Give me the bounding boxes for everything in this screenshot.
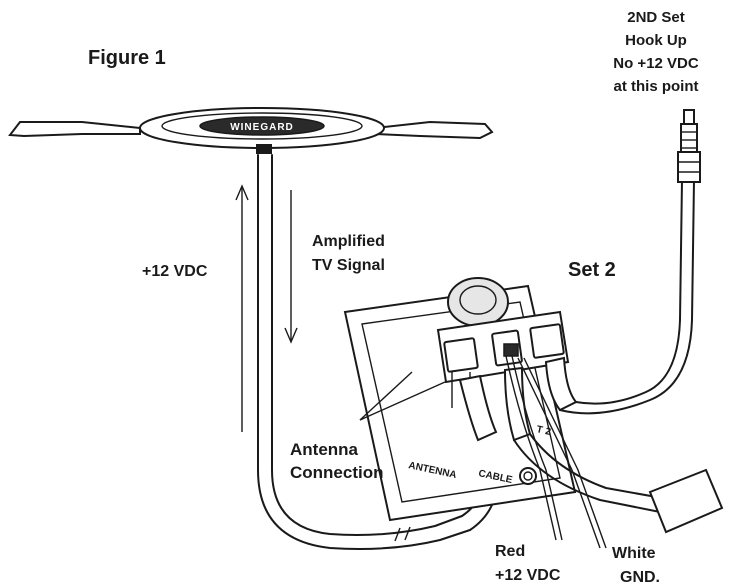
red-wire-line-1: Red: [495, 543, 525, 560]
white-wire-line-2: GND.: [620, 569, 660, 586]
white-wire-edge: [523, 357, 607, 549]
antenna-left-arm: [8, 121, 141, 138]
red-wire-edge: [511, 355, 563, 541]
white-wire-line-1: White: [612, 545, 656, 562]
cable-outer-left-edge: [257, 154, 471, 550]
cable-tape-mark: [404, 526, 411, 541]
antenna-brand-text: WINEGARD: [230, 122, 294, 133]
antenna-connection-label: Antenna Connection: [290, 440, 384, 482]
set2-coax-cable: [559, 109, 701, 415]
antenna-connection-line-1: Antenna: [290, 440, 359, 459]
connector-center-block: [503, 343, 519, 357]
amplified-line-2: TV Signal: [312, 257, 385, 274]
antenna-connection-line-2: Connection: [290, 463, 384, 482]
antenna-mast-base: [256, 144, 272, 154]
power-supply-dome: [447, 277, 509, 327]
antenna-unit: WINEGARD: [8, 107, 494, 154]
red-wire-label: Red +12 VDC: [495, 543, 561, 584]
cable-tape-mark: [394, 527, 401, 542]
pointer-line: [359, 381, 446, 421]
second-set-line-1: 2ND Set: [627, 9, 685, 26]
red-wire-line-2: +12 VDC: [495, 567, 561, 584]
amplified-signal-label: Amplified TV Signal: [312, 233, 385, 274]
plate-label-set2: T 2: [535, 424, 552, 438]
connector-antenna-in: [443, 337, 479, 373]
white-wire: [517, 357, 601, 549]
power-up-arrow: [235, 184, 249, 432]
down-arrow-head: [284, 327, 298, 344]
red-wire: [505, 355, 557, 541]
antenna-hub-inner-ring: [161, 112, 363, 140]
up-arrow-head: [235, 184, 249, 201]
pointer-line: [359, 371, 413, 421]
second-set-line-3: No +12 VDC: [613, 55, 699, 72]
antenna-brand-plate: [199, 116, 325, 136]
second-set-line-4: at this point: [614, 78, 699, 95]
power-label: +12 VDC: [142, 263, 208, 280]
set-2-label: Set 2: [568, 259, 616, 281]
coax-antenna-in: [458, 374, 498, 442]
set2-cable-outer: [559, 179, 695, 415]
power-supply-module: [436, 277, 570, 410]
f-connector-body: [677, 151, 701, 183]
second-set-line-2: Hook Up: [625, 32, 687, 49]
antenna-right-arm: [374, 120, 494, 140]
figure-title: Figure 1: [88, 47, 166, 69]
cable-tv-tag: [648, 468, 724, 534]
connector-set2-out: [529, 323, 565, 359]
white-wire-label: White GND.: [612, 545, 660, 586]
amplified-line-1: Amplified: [312, 233, 385, 250]
cable-tv-outer: [513, 439, 661, 513]
antenna-connection-pointers: [359, 371, 446, 421]
f-connector-tip: [683, 109, 695, 125]
cable-terminal: [519, 467, 537, 485]
set2-cable-inner: [575, 179, 683, 405]
cable-outer-right-edge: [271, 154, 463, 536]
cable-terminal-inner: [523, 471, 533, 481]
power-supply-dome-top: [459, 285, 497, 315]
second-set-label: 2ND Set Hook Up No +12 VDC at this point: [613, 9, 699, 95]
signal-down-arrow: [284, 190, 298, 344]
power-wires: [505, 355, 607, 549]
